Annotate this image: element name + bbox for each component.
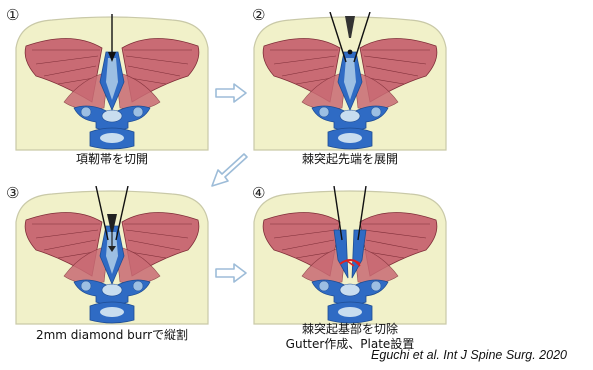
- right-facet: [371, 281, 381, 291]
- vertebral-body-core: [338, 307, 362, 317]
- panel-3-caption-line: 2mm diamond burrで縦割: [12, 328, 212, 343]
- panel-2-caption-line: 棘突起先端を展開: [250, 152, 450, 167]
- panel-3-caption: 2mm diamond burrで縦割: [12, 328, 212, 343]
- left-facet: [319, 107, 329, 117]
- right-facet: [133, 107, 143, 117]
- spinal-canal: [102, 284, 122, 296]
- panel-3-illustration: [12, 186, 212, 326]
- vertebral-body-core: [100, 133, 124, 143]
- arrow-right-bottom: [214, 262, 248, 284]
- right-facet: [371, 107, 381, 117]
- panel-2-caption: 棘突起先端を展開: [250, 152, 450, 167]
- panel-4-caption-line-1: 棘突起基部を切除: [250, 322, 450, 337]
- panel-1-caption-line: 項靭帯を切開: [12, 152, 212, 167]
- panel-1-illustration: [12, 12, 212, 152]
- spinal-canal: [102, 110, 122, 122]
- arrow-diagonal-down-left: [204, 150, 248, 190]
- vertebral-body-core: [338, 133, 362, 143]
- spinal-canal: [340, 284, 360, 296]
- panel-2-illustration: [250, 12, 450, 152]
- left-facet: [81, 281, 91, 291]
- left-facet: [81, 107, 91, 117]
- right-facet: [133, 281, 143, 291]
- panel-1-caption: 項靭帯を切開: [12, 152, 212, 167]
- spinal-canal: [340, 110, 360, 122]
- panel-4-illustration: [250, 186, 450, 326]
- left-facet: [319, 281, 329, 291]
- citation: Eguchi et al. Int J Spine Surg. 2020: [371, 348, 567, 362]
- arrow-right-top: [214, 82, 248, 104]
- vertebral-body-core: [100, 307, 124, 317]
- instrument-tip: [348, 50, 353, 55]
